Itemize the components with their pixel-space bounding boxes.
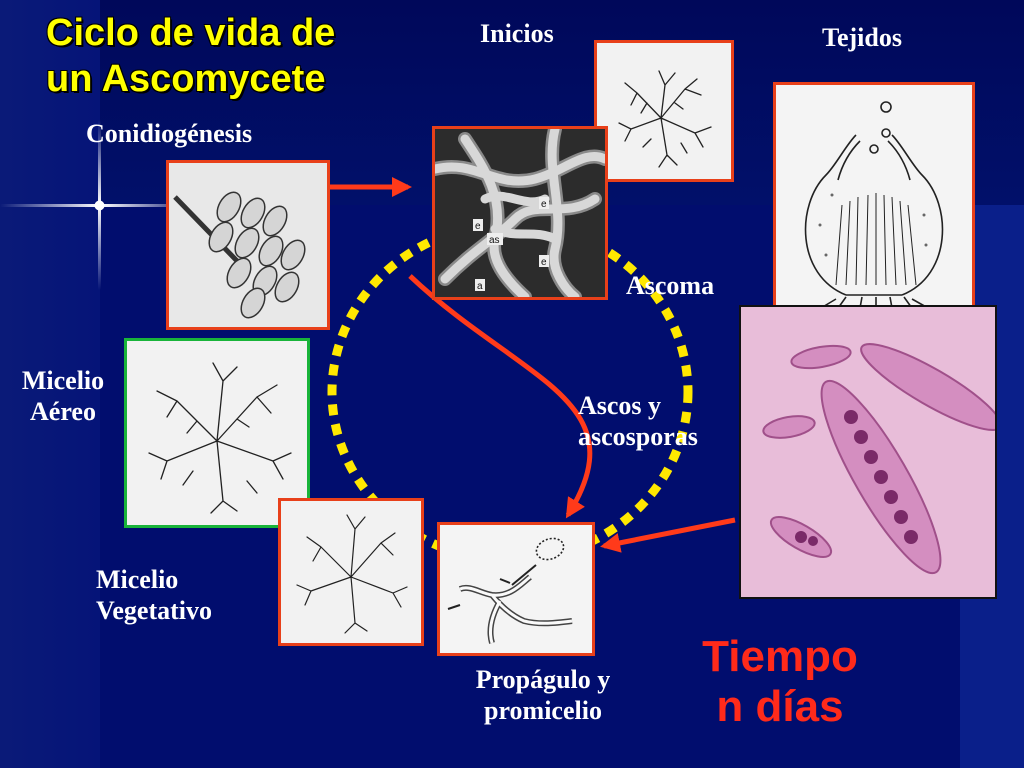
label-micelio-aereo-line-2: Aéreo <box>30 397 96 426</box>
micrograph-letter-e1: e <box>475 221 481 232</box>
time-label: Tiempo n días <box>680 632 880 732</box>
label-propagulo-line-2: promicelio <box>484 696 602 725</box>
panel-inicios-micrograph: e as e a e <box>432 126 608 300</box>
slide-title-line-1: Ciclo de vida de <box>46 12 336 54</box>
panel-conidiogenesis <box>166 160 330 330</box>
background-left-band <box>0 0 100 768</box>
micrograph-letter-e3: e <box>541 257 547 268</box>
slide-title-line-2: un Ascomycete <box>46 58 326 100</box>
micrograph-letter-as: as <box>489 235 500 246</box>
label-micelio-vegetativo-line-1: Micelio <box>96 565 179 594</box>
label-ascos-line-2: ascosporas <box>578 422 698 451</box>
label-propagulo-promicelio: Propágulo y promicelio <box>430 664 656 726</box>
label-ascos-line-1: Ascos y <box>578 391 662 420</box>
label-ascos-ascosporas: Ascos y ascosporas <box>578 390 698 452</box>
time-label-line-2: n días <box>716 682 844 731</box>
label-micelio-vegetativo-line-2: Vegetativo <box>96 596 213 625</box>
label-tejidos: Tejidos <box>822 23 902 52</box>
label-micelio-aereo-line-1: Micelio <box>21 366 105 395</box>
panel-micelio-vegetativo <box>278 498 424 646</box>
label-micelio-vegetativo: Micelio Vegetativo <box>96 564 212 626</box>
panel-propagulo-promicelio <box>437 522 595 656</box>
micrograph-letter-e2: e <box>541 199 547 210</box>
label-micelio-aereo: Micelio Aéreo <box>4 365 122 427</box>
label-inicios: Inicios <box>480 19 554 48</box>
arrow-inicios-to-propagulo <box>408 274 593 519</box>
label-ascoma: Ascoma <box>626 271 715 300</box>
panel-tejidos <box>773 82 975 344</box>
micrograph-letter-a: a <box>477 281 483 292</box>
sparkle-decoration <box>0 120 200 290</box>
panel-inicios <box>594 40 734 182</box>
label-propagulo-line-1: Propágulo y <box>475 665 611 694</box>
panel-micelio-aereo <box>124 338 310 528</box>
panel-ascos-ascosporas <box>739 305 997 599</box>
arrow-ascosporas-to-propagulo <box>600 517 736 553</box>
label-conidiogenesis: Conidiogénesis <box>86 119 253 148</box>
slide-title: Ciclo de vida de un Ascomycete <box>46 10 406 102</box>
time-label-line-1: Tiempo <box>702 632 858 681</box>
